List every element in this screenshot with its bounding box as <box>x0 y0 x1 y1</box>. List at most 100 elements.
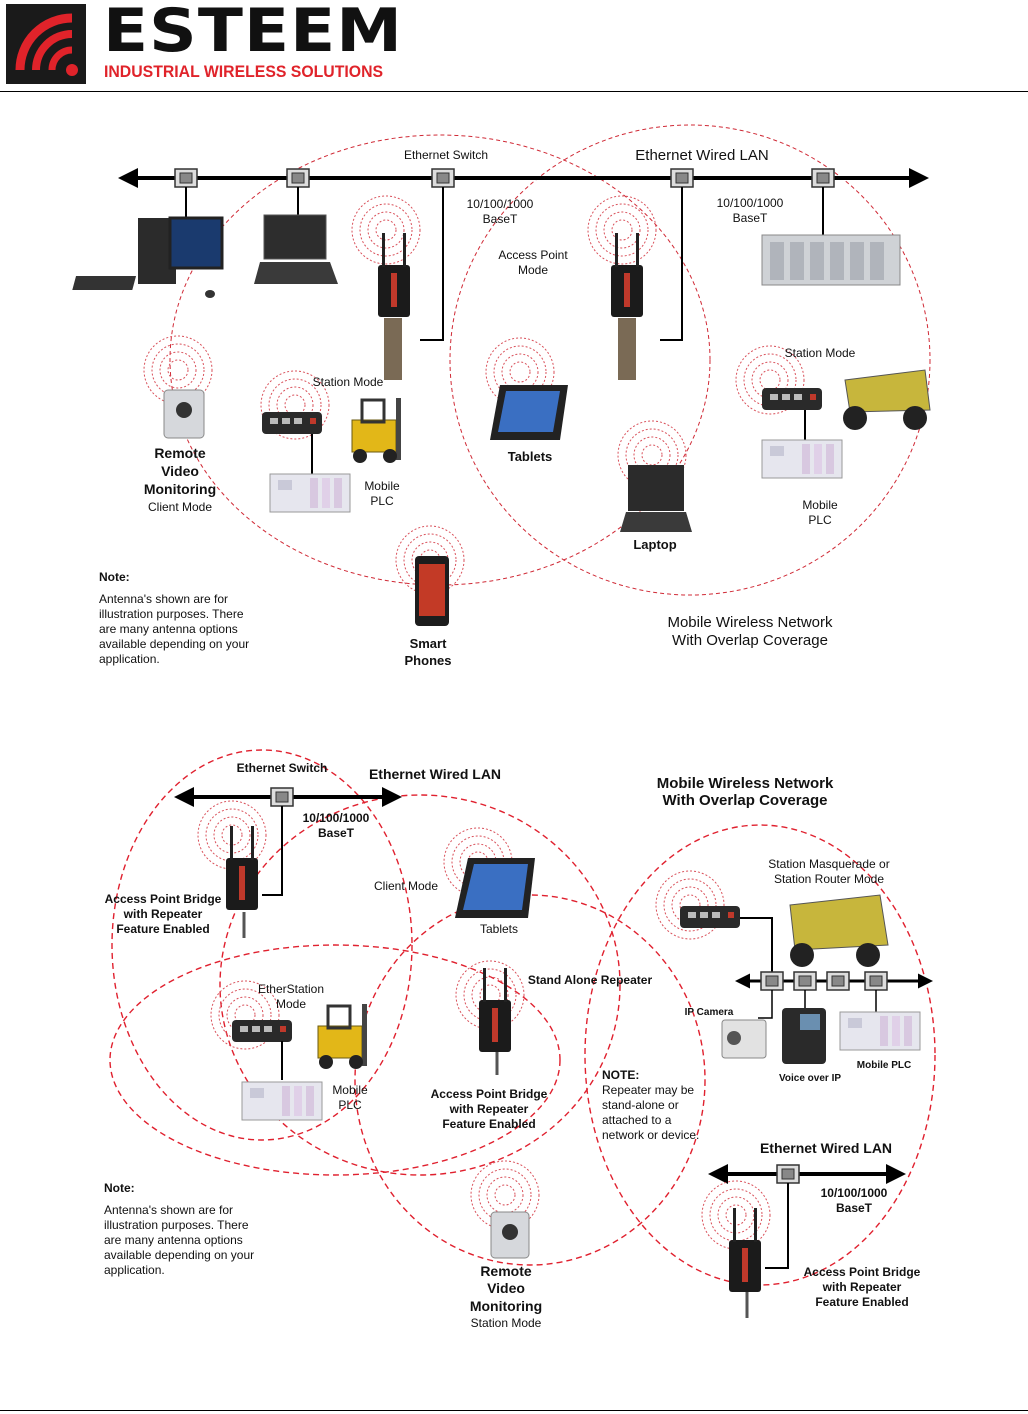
d2-tablets: Tablets <box>480 922 518 936</box>
d1-access-point-1: Access Point <box>498 248 568 262</box>
d2-speed-bottom-2: BaseT <box>836 1201 873 1215</box>
d2-note-4: available depending on your <box>104 1248 254 1262</box>
ip-camera-icon <box>721 1019 767 1059</box>
d2-etherstation-1: EtherStation <box>258 982 324 996</box>
d1-access-point-2: Mode <box>518 263 548 277</box>
d2-masq-1: Station Masquerade or <box>768 857 889 871</box>
forklift-icon <box>317 1004 367 1069</box>
d1-mobile-plc-left-2: PLC <box>370 494 394 508</box>
brand-tagline: INDUSTRIAL WIRELESS SOLUTIONS <box>104 62 384 81</box>
smartphone-icon <box>395 525 465 626</box>
d2-note-caps-4: network or device. <box>602 1128 699 1142</box>
d2-apb-left-3: Feature Enabled <box>116 922 209 936</box>
d2-coverage-right <box>584 824 936 1286</box>
tablet-icon <box>485 337 568 440</box>
switch-port <box>864 971 888 991</box>
d2-apb-mid-1: Access Point Bridge <box>431 1087 548 1101</box>
d2-mobile-plc-small: Mobile PLC <box>857 1060 911 1071</box>
d2-ethernet-switch-label: Ethernet Switch <box>237 761 328 775</box>
d1-speed-left-2: BaseT <box>483 212 518 226</box>
d2-apb-left-2: with Repeater <box>123 907 203 921</box>
d1-laptop-label: Laptop <box>633 537 676 552</box>
d2-masq-2: Station Router Mode <box>774 872 884 886</box>
d2-lan-top-label: Ethernet Wired LAN <box>369 766 501 782</box>
tablet-icon <box>443 827 535 918</box>
station-radio-icon <box>655 870 740 940</box>
d1-note-3: are many antenna options <box>99 622 238 636</box>
d1-note-1: Antenna's shown are for <box>99 592 228 606</box>
d2-mobile-plc-2: PLC <box>338 1098 362 1112</box>
d1-ethernet-switch-label: Ethernet Switch <box>404 148 488 162</box>
d2-speed-top-2: BaseT <box>318 826 355 840</box>
d1-overlap-2: With Overlap Coverage <box>672 632 828 649</box>
d2-apb-right-3: Feature Enabled <box>815 1295 908 1309</box>
d2-client-mode: Client Mode <box>374 879 438 893</box>
switch-port <box>776 1164 800 1184</box>
switch-port <box>670 168 694 188</box>
d2-coverage-upper <box>219 794 621 1176</box>
d1-note-title: Note: <box>99 570 130 584</box>
d1-smart-1: Smart <box>410 636 448 651</box>
d1-mobile-plc-right-2: PLC <box>808 513 832 527</box>
remote-camera-icon <box>143 335 213 439</box>
header-rule <box>0 91 1028 92</box>
d1-mobile-plc-left-1: Mobile <box>364 479 400 493</box>
d2-note-caps-title: NOTE: <box>602 1068 639 1082</box>
d2-speed-top-1: 10/100/1000 <box>303 811 370 825</box>
d2-mobile-plc-1: Mobile <box>332 1083 368 1097</box>
d2-apb-right-2: with Repeater <box>822 1280 902 1294</box>
d2-note-3: are many antenna options <box>104 1233 243 1247</box>
d1-speed-right-1: 10/100/1000 <box>717 196 784 210</box>
d2-coverage-areas <box>109 749 936 1286</box>
mobile-plc-icon <box>761 439 843 479</box>
switch-port <box>811 168 835 188</box>
d1-speed-right-2: BaseT <box>733 211 768 225</box>
d2-stand-alone: Stand Alone Repeater <box>528 973 653 987</box>
d1-remote-4: Client Mode <box>148 500 212 514</box>
haul-truck-icon <box>789 894 889 967</box>
switch-port <box>431 168 455 188</box>
d1-remote-3: Monitoring <box>144 481 216 497</box>
d1-speed-left-1: 10/100/1000 <box>467 197 534 211</box>
plc-rack-icon <box>761 234 901 286</box>
d1-ethernet-wired-lan-label: Ethernet Wired LAN <box>635 147 768 164</box>
switch-port <box>760 971 784 991</box>
desktop-computer-icon <box>72 216 224 298</box>
d1-station-mode-left: Station Mode <box>313 375 384 389</box>
forklift-icon <box>351 398 401 463</box>
d2-apb-left-1: Access Point Bridge <box>105 892 222 906</box>
d1-remote-1: Remote <box>154 445 206 461</box>
d1-tablets-label: Tablets <box>508 449 553 464</box>
d2-remote-3: Monitoring <box>470 1298 542 1314</box>
d2-note-title: Note: <box>104 1181 135 1195</box>
repeater-radio-icon <box>455 960 525 1075</box>
mobile-plc-icon <box>839 1011 921 1051</box>
d2-overlap-2: With Overlap Coverage <box>663 792 828 809</box>
switch-port <box>286 168 310 188</box>
mobile-plc-icon <box>269 473 351 513</box>
d2-etherstation-2: Mode <box>276 997 306 1011</box>
d2-remote-2: Video <box>487 1280 525 1296</box>
voip-phone-icon <box>782 1008 826 1064</box>
d1-note-4: available depending on your <box>99 637 249 651</box>
d2-apb-mid-2: with Repeater <box>449 1102 529 1116</box>
d2-voice-over-ip: Voice over IP <box>779 1073 841 1084</box>
d1-station-mode-right: Station Mode <box>785 346 856 360</box>
d2-ip-camera: IP Camera <box>685 1007 734 1018</box>
d2-note-2: illustration purposes. There <box>104 1218 249 1232</box>
switch-port <box>793 971 817 991</box>
d2-remote-1: Remote <box>480 1263 532 1279</box>
d2-apb-mid-3: Feature Enabled <box>442 1117 535 1131</box>
d2-coverage-middle <box>354 894 706 1266</box>
d1-note-2: illustration purposes. There <box>99 607 244 621</box>
access-point-radio-icon <box>351 195 421 380</box>
d2-note-caps-1: Repeater may be <box>602 1083 694 1097</box>
footer-rule <box>0 1410 1028 1411</box>
d1-mobile-plc-right-1: Mobile <box>802 498 838 512</box>
d2-remote-4: Station Mode <box>471 1316 542 1330</box>
access-point-radio-icon <box>701 1180 771 1318</box>
laptop-icon <box>617 420 692 532</box>
d2-lan-bottom-label: Ethernet Wired LAN <box>760 1140 892 1156</box>
remote-camera-icon <box>470 1160 540 1259</box>
